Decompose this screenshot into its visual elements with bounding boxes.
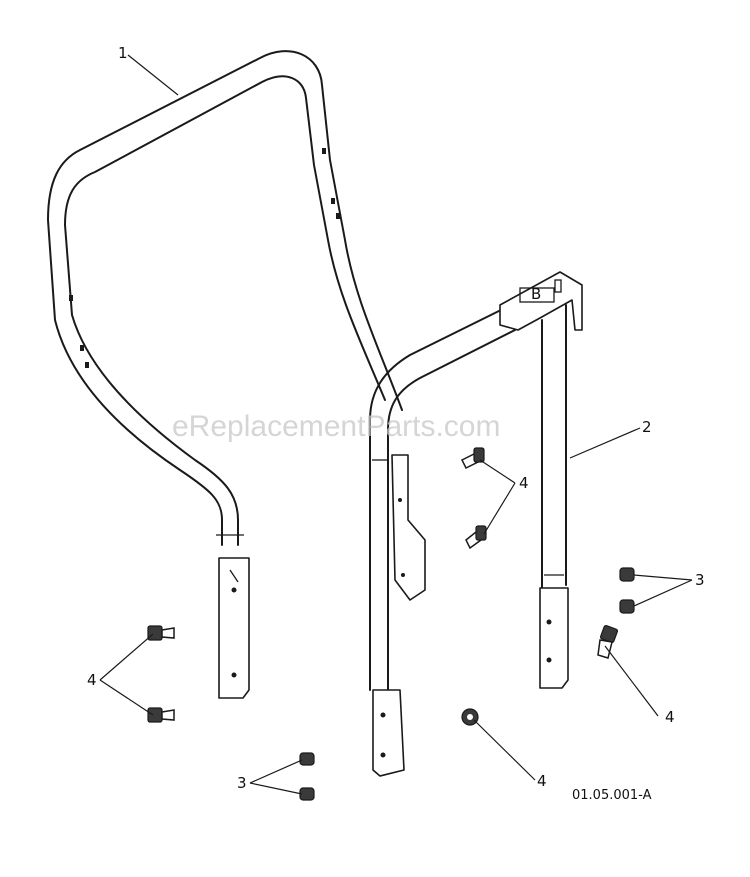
leader-lines	[99, 54, 693, 795]
hardware	[147, 447, 635, 801]
callout-3-right: 3	[695, 571, 705, 589]
callout-4-right: 4	[665, 708, 675, 726]
nut-right-lower	[619, 599, 635, 614]
watermark: eReplacementParts.com	[172, 410, 500, 443]
part-2-frame: B	[369, 271, 583, 777]
drawing-code: 01.05.001-A	[572, 788, 652, 803]
callout-4-center: 4	[519, 474, 529, 492]
nut-bottom-upper	[299, 752, 315, 766]
callout-1: 1	[118, 44, 128, 62]
callout-4-left: 4	[87, 671, 97, 689]
nut-bottom-center	[461, 708, 479, 726]
bolt-center-lower	[465, 525, 487, 550]
bolt-center-upper	[460, 447, 485, 470]
callout-4-bottom: 4	[537, 772, 547, 790]
nut-bottom-lower	[299, 787, 315, 801]
bolt-right	[597, 624, 619, 659]
part-1-frame	[47, 50, 403, 699]
bolt-left-lower	[147, 707, 175, 723]
nut-right-upper	[619, 567, 635, 582]
callout-3-bottom: 3	[237, 774, 247, 792]
svg-text:B: B	[531, 285, 541, 303]
callout-2: 2	[642, 418, 652, 436]
bolt-left-upper	[147, 625, 175, 641]
